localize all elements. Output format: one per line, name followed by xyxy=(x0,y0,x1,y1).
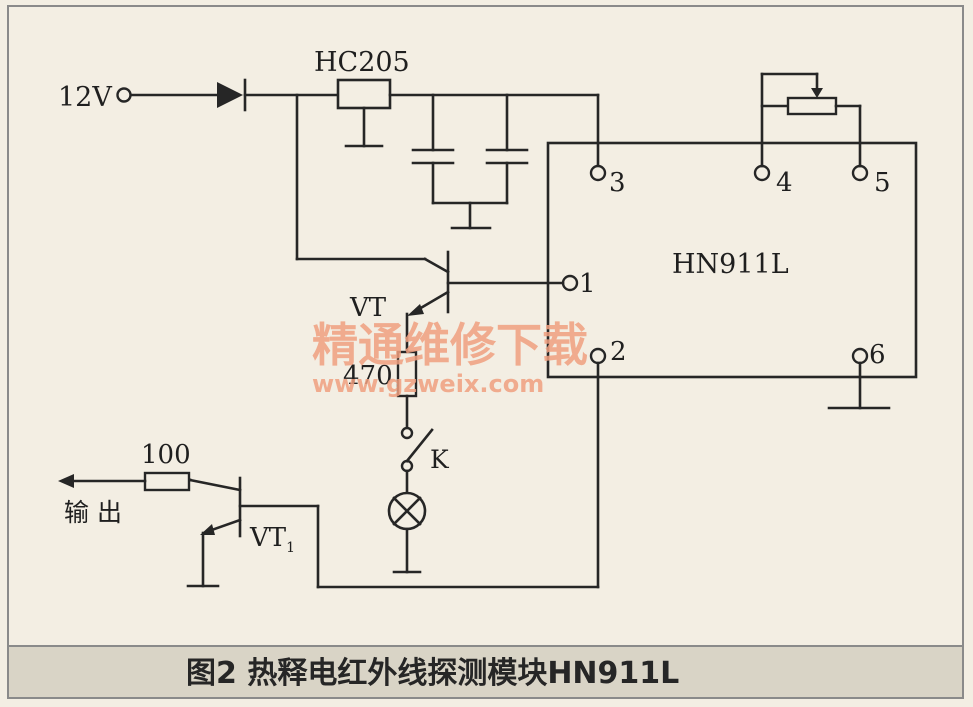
pin-4-label: 4 xyxy=(776,168,793,198)
module-pin-5 xyxy=(851,164,869,182)
module-pin-4 xyxy=(753,164,771,182)
regulator-label: HC205 xyxy=(314,47,410,78)
transistor-vt1-subscript: 1 xyxy=(286,540,295,556)
supply-terminal xyxy=(116,87,132,103)
transistor-vt1-label: VT1 xyxy=(249,523,295,556)
watermark-url: www.gzweix.com xyxy=(312,370,544,398)
figure-border xyxy=(7,5,964,699)
resistor-100-label: 100 xyxy=(141,440,191,470)
resistor-470-label: 470 xyxy=(343,361,393,391)
module-box xyxy=(546,141,918,379)
pin-3-label: 3 xyxy=(609,168,626,198)
figure-caption: 图2 热释电红外线探测模块HN911L xyxy=(186,656,679,691)
pin-1-label: 1 xyxy=(579,269,596,299)
module-pin-1 xyxy=(561,274,579,292)
switch-k-label: K xyxy=(430,445,450,474)
capacitor-c2 xyxy=(485,93,529,205)
module-pin-3 xyxy=(589,164,607,182)
potentiometer xyxy=(760,72,862,168)
output-arrow-icon xyxy=(58,474,74,488)
lamp-symbol xyxy=(387,491,427,531)
switch-k xyxy=(400,426,434,473)
supply-label: 12V xyxy=(58,82,112,113)
watermark-title: 精通维修下载 xyxy=(312,318,588,372)
regulator-box xyxy=(336,78,392,110)
resistor-100 xyxy=(143,471,191,492)
module-pin-6 xyxy=(851,347,869,365)
caption-band xyxy=(9,646,962,697)
pin-5-label: 5 xyxy=(874,168,891,198)
module-pin-2 xyxy=(589,347,607,365)
capacitor-c1 xyxy=(411,93,455,205)
diode-symbol xyxy=(217,78,247,112)
pin-2-label: 2 xyxy=(610,337,627,367)
transistor-vt xyxy=(407,250,450,316)
pin-6-label: 6 xyxy=(869,340,886,370)
transistor-vt1-name: VT xyxy=(249,523,287,553)
transistor-vt-label: VT xyxy=(349,293,387,323)
transistor-vt1 xyxy=(188,476,242,538)
output-label: 输 出 xyxy=(64,498,122,527)
module-label: HN911L xyxy=(672,249,789,280)
